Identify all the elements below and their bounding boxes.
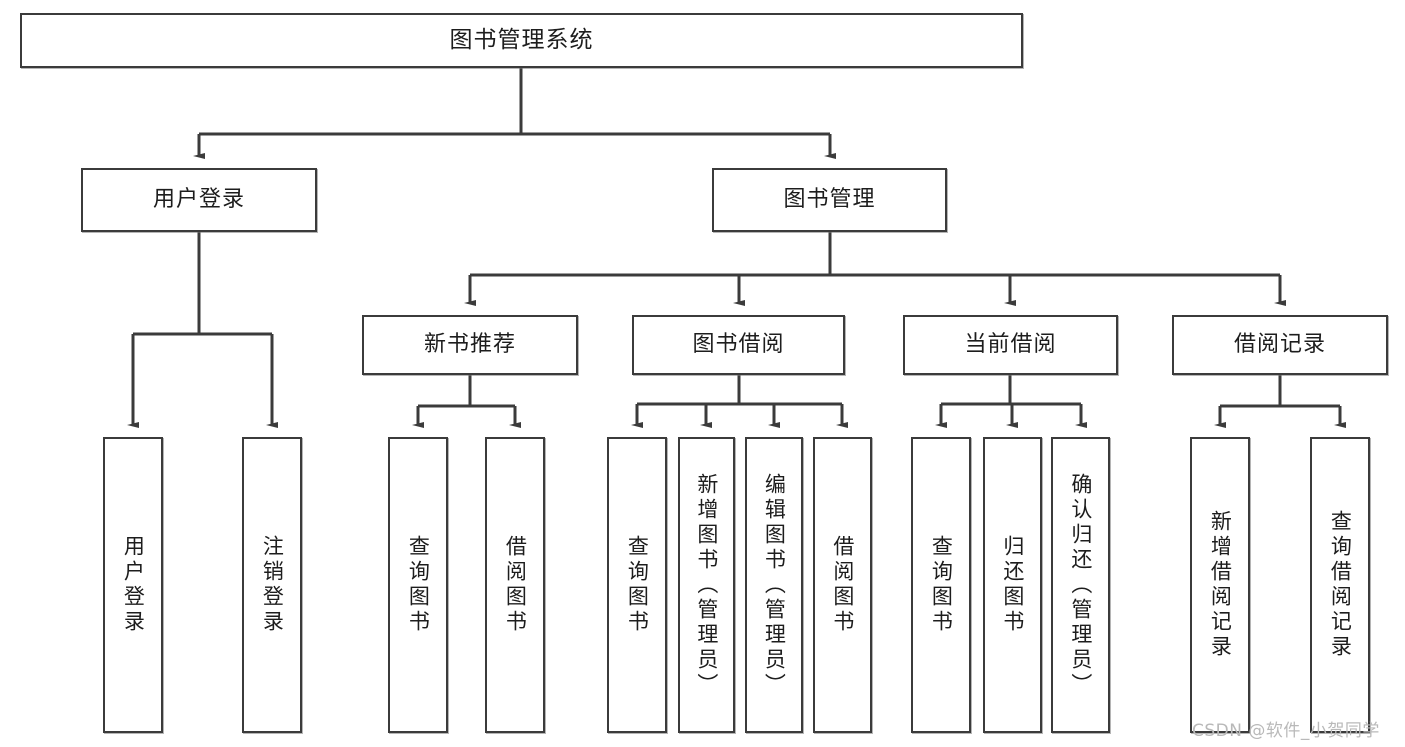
node-leaf-confirm-return[interactable]: 确认归还（管理员） (1051, 437, 1110, 733)
node-label: 新增图书（管理员） (694, 472, 719, 698)
node-label: 查询图书 (929, 535, 954, 635)
node-leaf-user-logout[interactable]: 注销登录 (242, 437, 302, 733)
node-leaf-borrow-book-1[interactable]: 借阅图书 (485, 437, 545, 733)
node-user-login[interactable]: 用户登录 (81, 168, 317, 232)
node-leaf-query-book-1[interactable]: 查询图书 (388, 437, 448, 733)
node-label: 用户登录 (121, 535, 146, 635)
node-leaf-add-borrow-record[interactable]: 新增借阅记录 (1190, 437, 1250, 733)
node-borrow-record[interactable]: 借阅记录 (1172, 315, 1388, 375)
node-leaf-query-book-2[interactable]: 查询图书 (607, 437, 667, 733)
node-leaf-user-login[interactable]: 用户登录 (103, 437, 163, 733)
node-label: 确认归还（管理员） (1068, 472, 1093, 698)
node-label: 查询借阅记录 (1328, 510, 1353, 660)
node-label: 借阅图书 (830, 535, 855, 635)
node-label: 新书推荐 (423, 332, 516, 358)
node-label: 借阅图书 (503, 535, 528, 635)
node-label: 当前借阅 (964, 332, 1057, 358)
node-leaf-edit-book[interactable]: 编辑图书（管理员） (745, 437, 803, 733)
node-label: 注销登录 (260, 535, 285, 635)
node-leaf-query-borrow-record[interactable]: 查询借阅记录 (1310, 437, 1370, 733)
node-label: 用户登录 (152, 187, 245, 213)
csdn-watermark: CSDN @软件_小贺同学 (1192, 721, 1380, 741)
node-label: 归还图书 (1000, 535, 1025, 635)
node-label: 编辑图书（管理员） (762, 472, 787, 698)
node-leaf-query-book-3[interactable]: 查询图书 (911, 437, 971, 733)
node-label: 图书管理系统 (449, 26, 594, 53)
node-leaf-add-book[interactable]: 新增图书（管理员） (678, 437, 735, 733)
node-new-book-recommend[interactable]: 新书推荐 (362, 315, 578, 375)
node-root[interactable]: 图书管理系统 (20, 13, 1023, 68)
node-leaf-borrow-book-2[interactable]: 借阅图书 (813, 437, 872, 733)
node-book-borrow[interactable]: 图书借阅 (632, 315, 845, 375)
node-label: 查询图书 (406, 535, 431, 635)
node-book-manage[interactable]: 图书管理 (712, 168, 947, 232)
node-label: 图书借阅 (692, 332, 785, 358)
node-label: 图书管理 (783, 187, 876, 213)
node-label: 新增借阅记录 (1208, 510, 1233, 660)
node-current-borrow[interactable]: 当前借阅 (903, 315, 1118, 375)
node-label: 查询图书 (625, 535, 650, 635)
node-leaf-return-book[interactable]: 归还图书 (983, 437, 1042, 733)
node-label: 借阅记录 (1233, 332, 1326, 358)
